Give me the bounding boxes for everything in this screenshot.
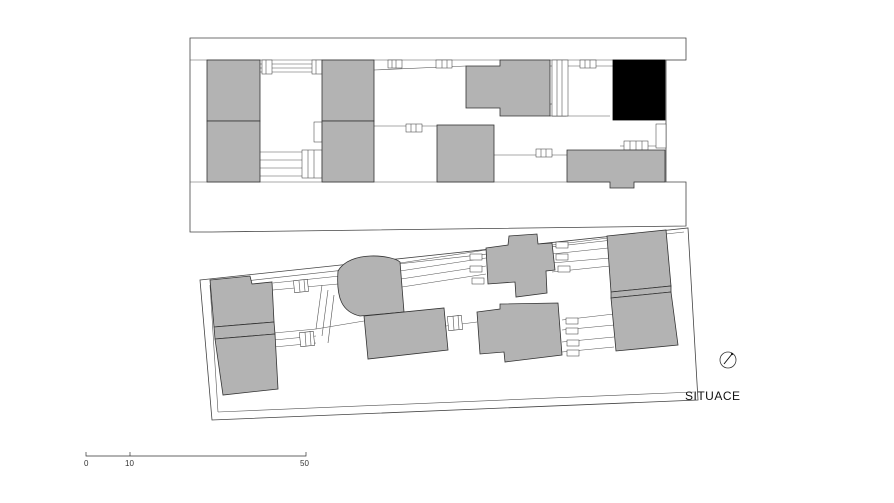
scale-label-10: 10: [125, 459, 134, 468]
lower-site: [199, 227, 699, 421]
building: [610, 291, 679, 352]
building: [606, 229, 672, 293]
building: [206, 120, 261, 183]
building: [476, 302, 563, 363]
building: [321, 59, 375, 122]
scale-bar: 0 10 50: [84, 452, 309, 468]
building: [566, 149, 666, 189]
upper-stairs: [261, 59, 667, 179]
lower-walkways: [272, 237, 615, 353]
building: [214, 333, 279, 396]
building: [337, 255, 405, 317]
scale-label-50: 50: [300, 459, 309, 468]
highlighted-building: [612, 59, 666, 121]
building: [436, 124, 495, 183]
building: [465, 59, 551, 117]
building: [206, 59, 261, 122]
drawing-title: SITUACE: [685, 389, 741, 403]
lower-stairs: [293, 241, 580, 357]
upper-site: [189, 37, 687, 233]
building: [485, 233, 556, 298]
scale-label-0: 0: [84, 459, 89, 468]
building: [209, 275, 275, 328]
building: [363, 307, 449, 360]
building: [321, 120, 375, 183]
north-arrow-icon: [719, 351, 737, 369]
